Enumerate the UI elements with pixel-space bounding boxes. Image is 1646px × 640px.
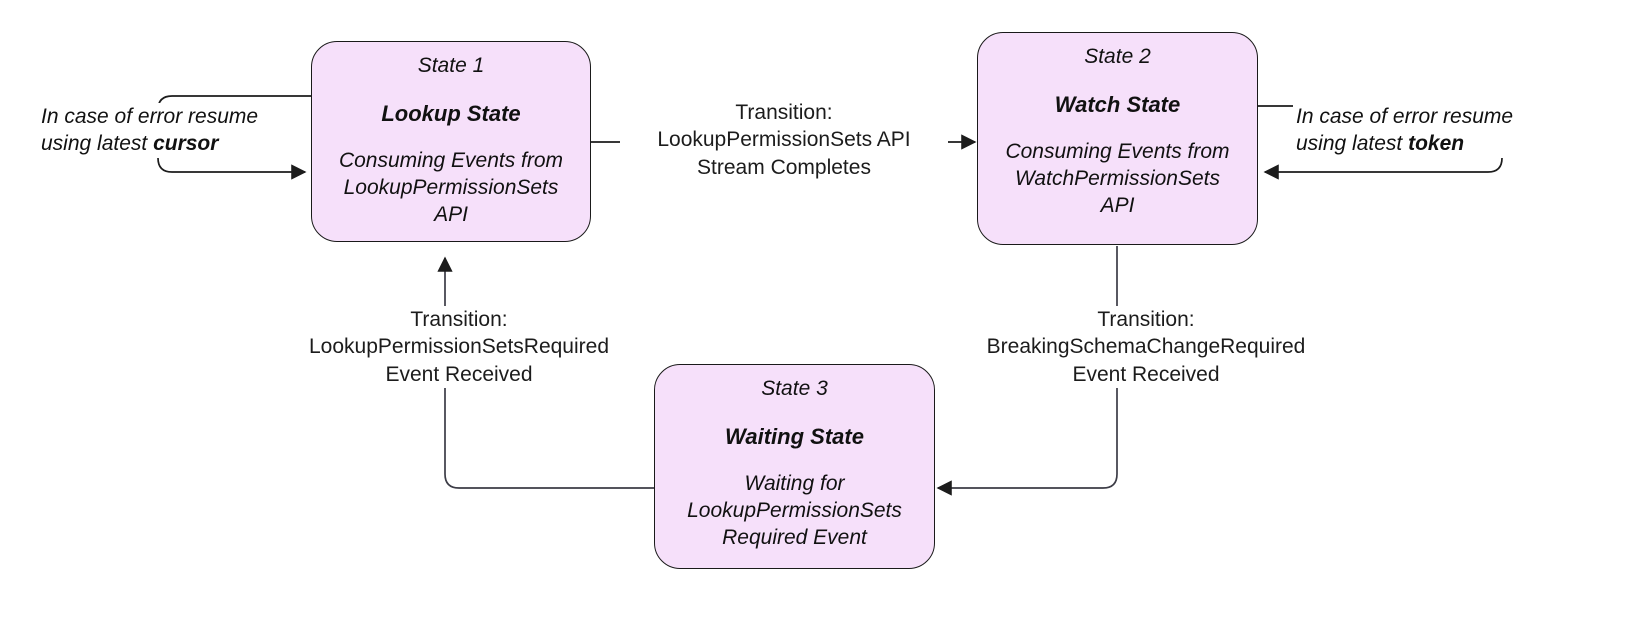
loop-label-watch-emphasis: token [1408, 132, 1465, 156]
loop-label-watch-self-loop: In case of error resume using latest tok… [1293, 103, 1549, 158]
loop-label-lookup-emphasis: cursor [153, 132, 219, 156]
state-3-title: Waiting State [725, 424, 864, 450]
edge-label-waiting-to-lookup: Transition: LookupPermissionSetsRequired… [280, 306, 638, 388]
state-3-description: Waiting for LookupPermissionSets Require… [687, 471, 902, 549]
state-2-index: State 2 [1084, 45, 1151, 68]
state-box-1[interactable]: State 1 Lookup State Consuming Events fr… [311, 41, 591, 242]
edge-label-lookup-to-watch: Transition: LookupPermissionSets API Str… [620, 99, 948, 181]
state-1-description: Consuming Events from LookupPermissionSe… [338, 148, 564, 226]
loop-label-lookup-self-loop: In case of error resume using latest cur… [38, 103, 294, 158]
state-box-3[interactable]: State 3 Waiting State Waiting for Lookup… [654, 364, 935, 569]
state-2-title: Watch State [1054, 92, 1181, 118]
edge-label-watch-to-waiting: Transition: BreakingSchemaChangeRequired… [952, 306, 1340, 388]
loop-label-lookup-prefix: In case of error resume using latest [41, 105, 259, 156]
state-box-2[interactable]: State 2 Watch State Consuming Events fro… [977, 32, 1258, 245]
loop-label-watch-prefix: In case of error resume using latest [1296, 105, 1514, 156]
state-1-index: State 1 [417, 54, 485, 77]
state-2-description: Consuming Events from WatchPermissionSet… [1005, 139, 1230, 217]
state-1-title: Lookup State [381, 101, 521, 127]
state-3-index: State 3 [761, 377, 828, 400]
